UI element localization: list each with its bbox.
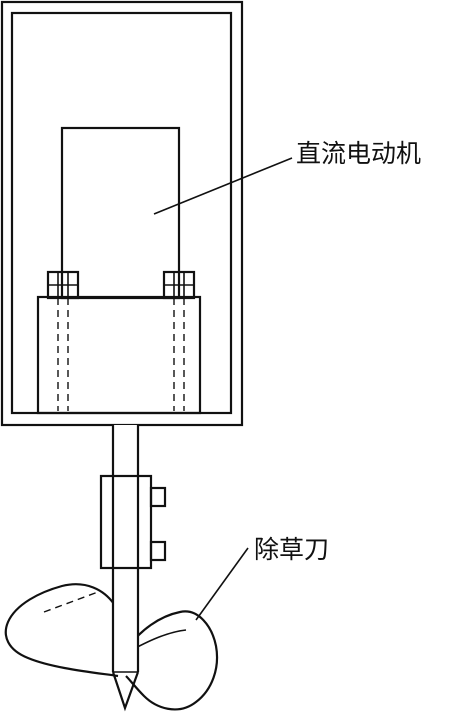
coupling-clamp xyxy=(99,474,153,570)
housing-inner-wall xyxy=(10,11,233,415)
right-bolt xyxy=(162,270,196,411)
motor-leader-line xyxy=(153,157,293,215)
blade-leader-line xyxy=(195,547,249,621)
weeding-blade xyxy=(4,583,219,711)
blade-hidden-edge xyxy=(43,591,99,613)
mount-block xyxy=(36,295,202,415)
coupling-screw-upper xyxy=(149,486,167,508)
dc-motor xyxy=(60,126,181,300)
shaft-tip xyxy=(111,671,140,712)
drive-shaft xyxy=(111,425,140,712)
blade-right-lobe xyxy=(125,610,219,711)
blade-left-lobe xyxy=(4,583,128,678)
motor-mount-base xyxy=(36,295,202,415)
coupling-screw-lower xyxy=(149,540,167,562)
shaft-coupling xyxy=(99,474,167,570)
left-bolt xyxy=(46,270,80,411)
motor-body xyxy=(60,126,181,300)
motor-label: 直流电动机 xyxy=(296,139,421,168)
shaft-fill xyxy=(113,425,138,669)
blade-label: 除草刀 xyxy=(254,535,329,564)
